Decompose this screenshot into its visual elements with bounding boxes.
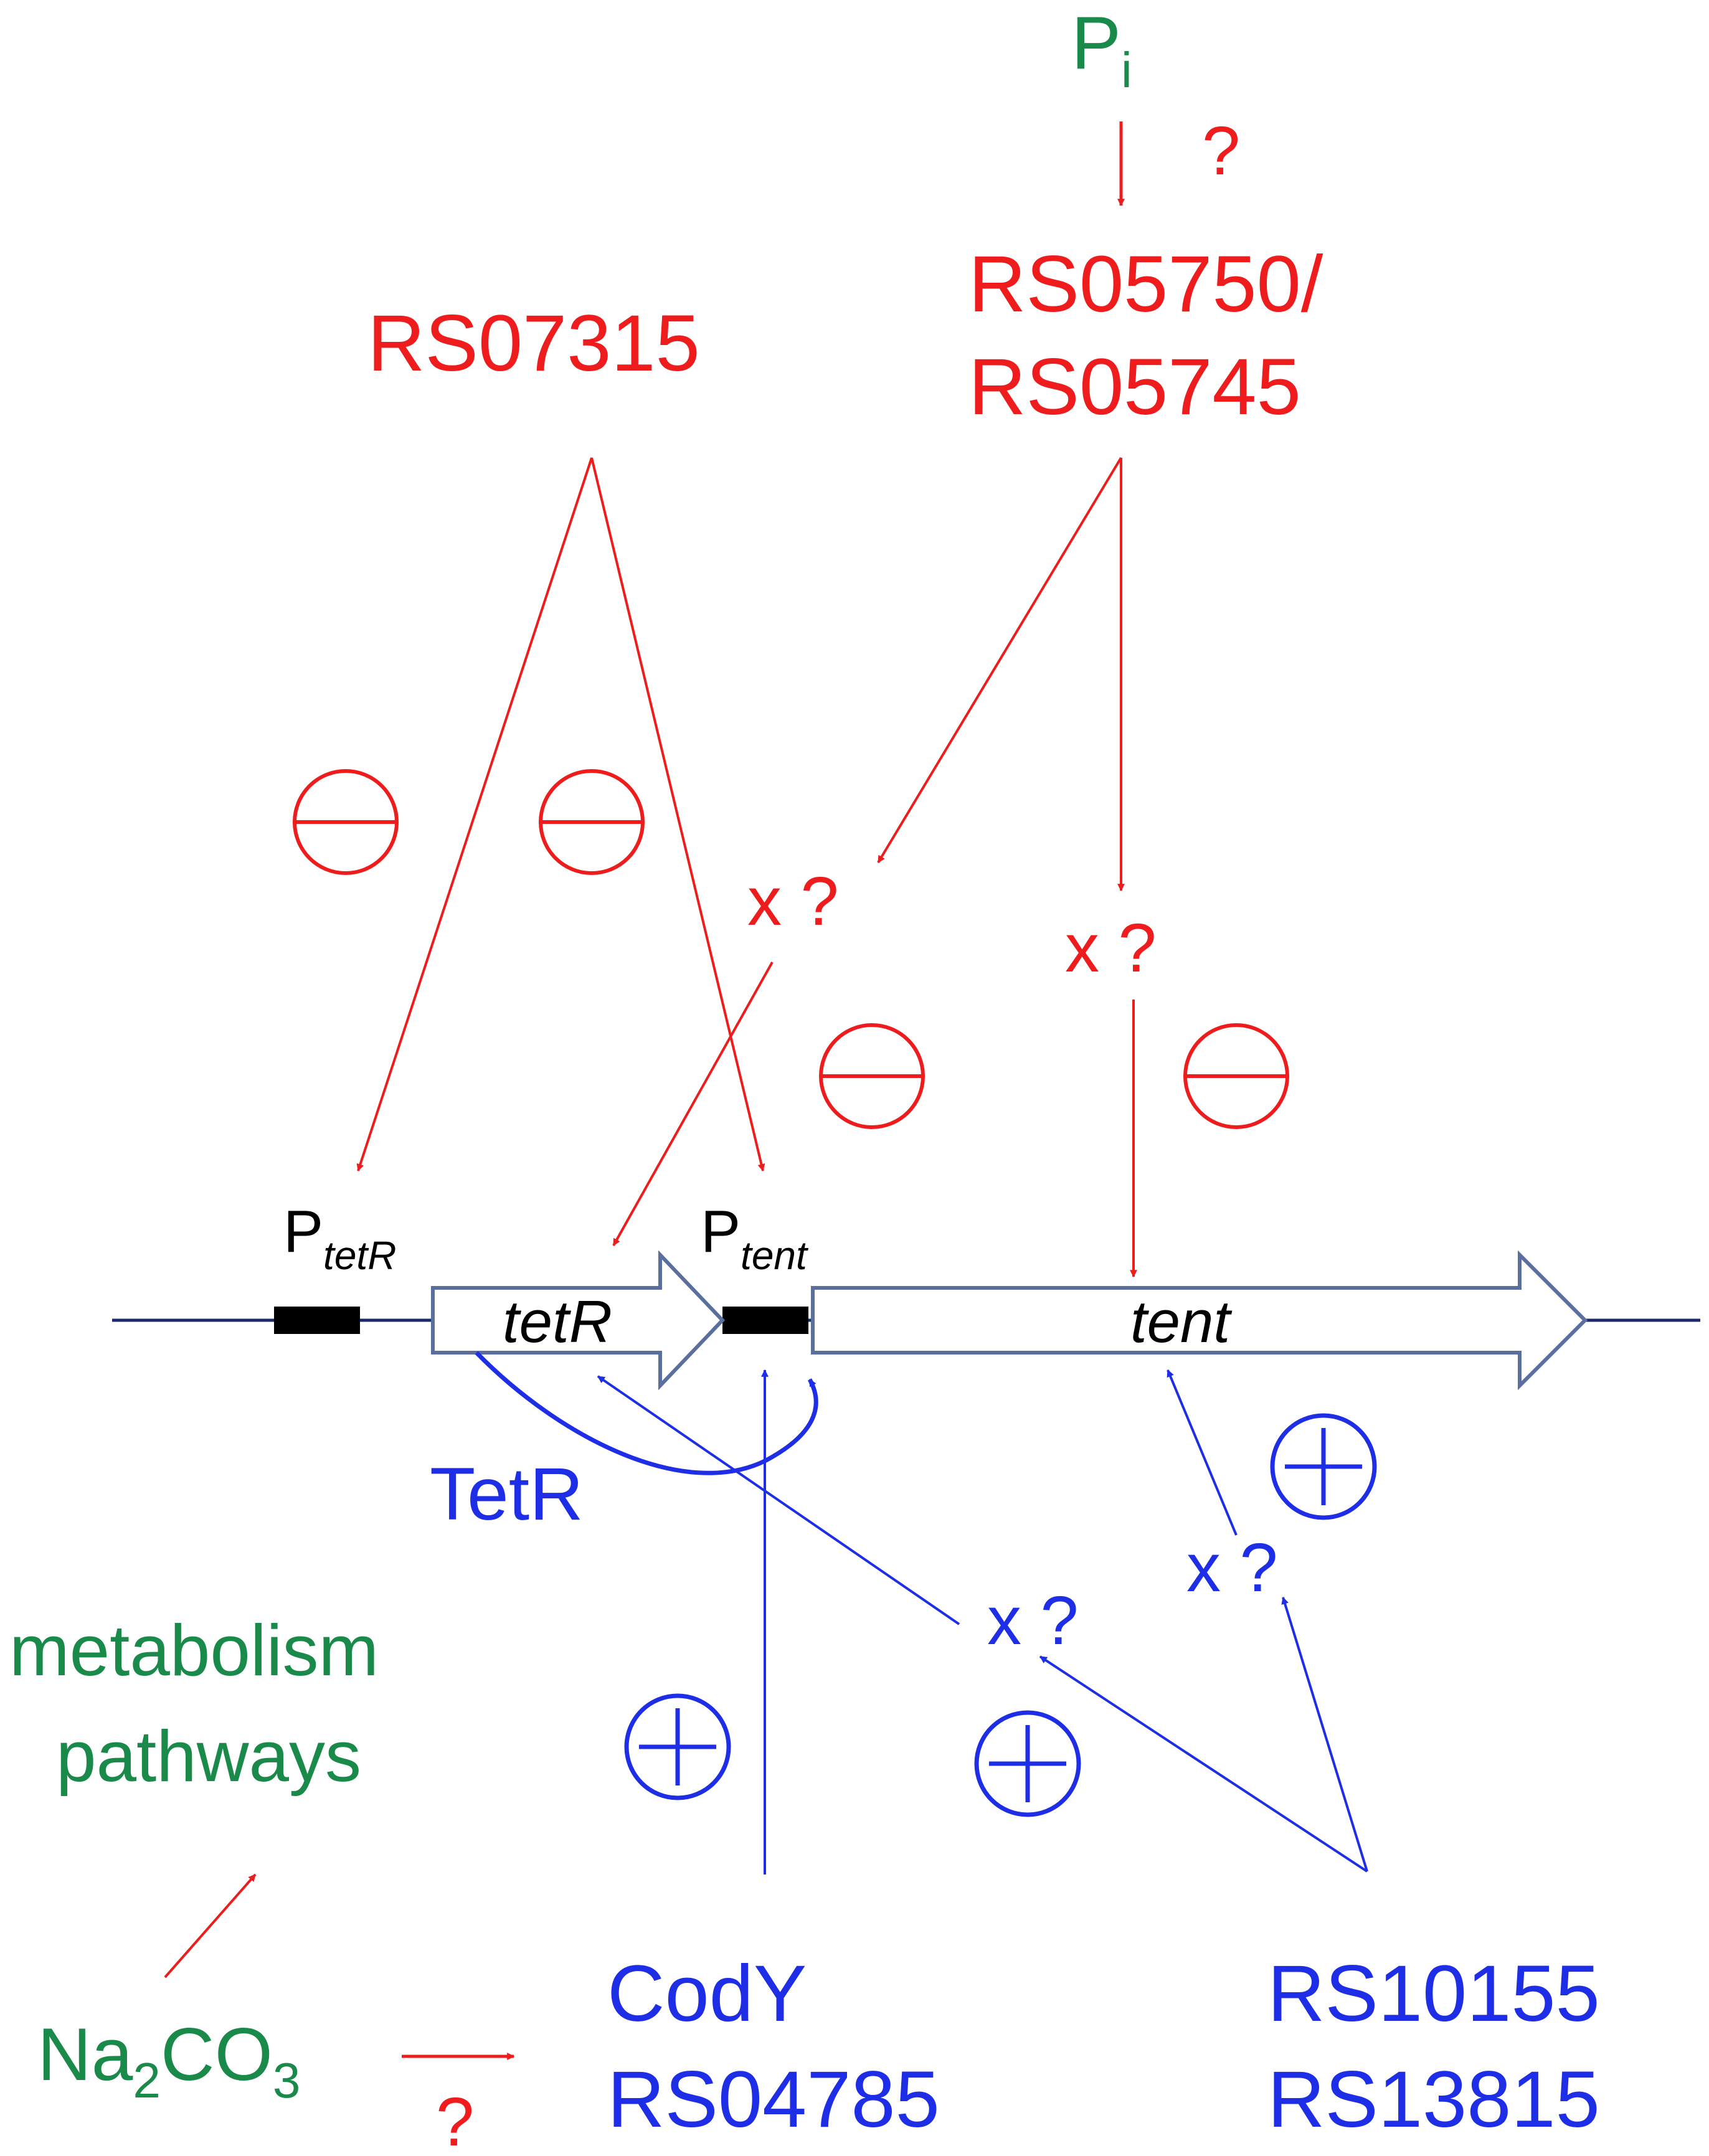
na2co3-question-label: ? [436, 2084, 474, 2156]
arrow-rs10155-to-x-blue [1039, 1655, 1368, 1873]
rs04785-label: RS04785 [607, 2055, 940, 2144]
rs13815-label: RS13815 [1267, 2055, 1600, 2144]
minus-circle-icon [819, 1023, 925, 1129]
tetr-gene-label: tetR [503, 1288, 612, 1355]
tetr-gene-arrow [431, 1250, 726, 1391]
rs05750-label: RS05750/ [968, 240, 1323, 329]
rs07315-label: RS07315 [367, 299, 700, 388]
arrow-x-left-to-tetr [612, 962, 774, 1247]
tent-gene-label: tent [1130, 1288, 1232, 1355]
pi-question-label: ? [1202, 113, 1240, 189]
plus-circle-icon [624, 1693, 731, 1800]
x-question-blue-left-label: x ? [987, 1582, 1079, 1659]
x-question-blue-right-label: x ? [1186, 1530, 1278, 1606]
minus-circle-icon [539, 769, 645, 875]
arrow-na2co3-to-metabolism [164, 1873, 257, 1979]
activation-arrows [475, 1351, 1368, 1875]
repression-symbols [293, 769, 1289, 1129]
arrow-rs07315-to-ptent [590, 457, 765, 1172]
dna-region: tetR tent PtetR Ptent [112, 1198, 1700, 1391]
rs05745-label: RS05745 [968, 343, 1301, 432]
tetr-autoregulation-curve [475, 1351, 818, 1475]
ptent-promoter-box [722, 1307, 808, 1334]
tent-gene-arrow [811, 1250, 1588, 1391]
cody-label: CodY [607, 1949, 807, 2038]
x-question-left-label: x ? [747, 863, 839, 940]
tetr-protein-label: TetR [430, 1452, 584, 1536]
arrow-rs05745-to-x-left [877, 456, 1122, 864]
plus-circle-icon [974, 1710, 1081, 1817]
arrow-x-blue-to-tetr [597, 1375, 960, 1625]
repression-arrows [164, 121, 1137, 2060]
x-question-right-label: x ? [1065, 910, 1157, 986]
arrow-rs07315-to-ptetr [356, 457, 593, 1172]
rs10155-label: RS10155 [1267, 1949, 1600, 2038]
plus-circle-icon [1270, 1413, 1377, 1520]
ptetr-promoter-label: PtetR [283, 1198, 396, 1278]
na2co3-label: Na2CO3 [37, 2013, 300, 2108]
pathways-label: pathways [56, 1716, 361, 1797]
arrow-x-right-blue-to-tent [1167, 1369, 1238, 1536]
activation-symbols [624, 1413, 1377, 1817]
ptetr-promoter-box [274, 1307, 360, 1334]
ptent-promoter-label: Ptent [701, 1198, 808, 1278]
arrow-rs10155-to-x-right-blue [1281, 1596, 1368, 1872]
pi-label: Pi [1071, 1, 1132, 98]
minus-circle-icon [293, 769, 399, 875]
metabolism-label: metabolism [9, 1610, 379, 1691]
minus-circle-icon [1183, 1023, 1289, 1129]
